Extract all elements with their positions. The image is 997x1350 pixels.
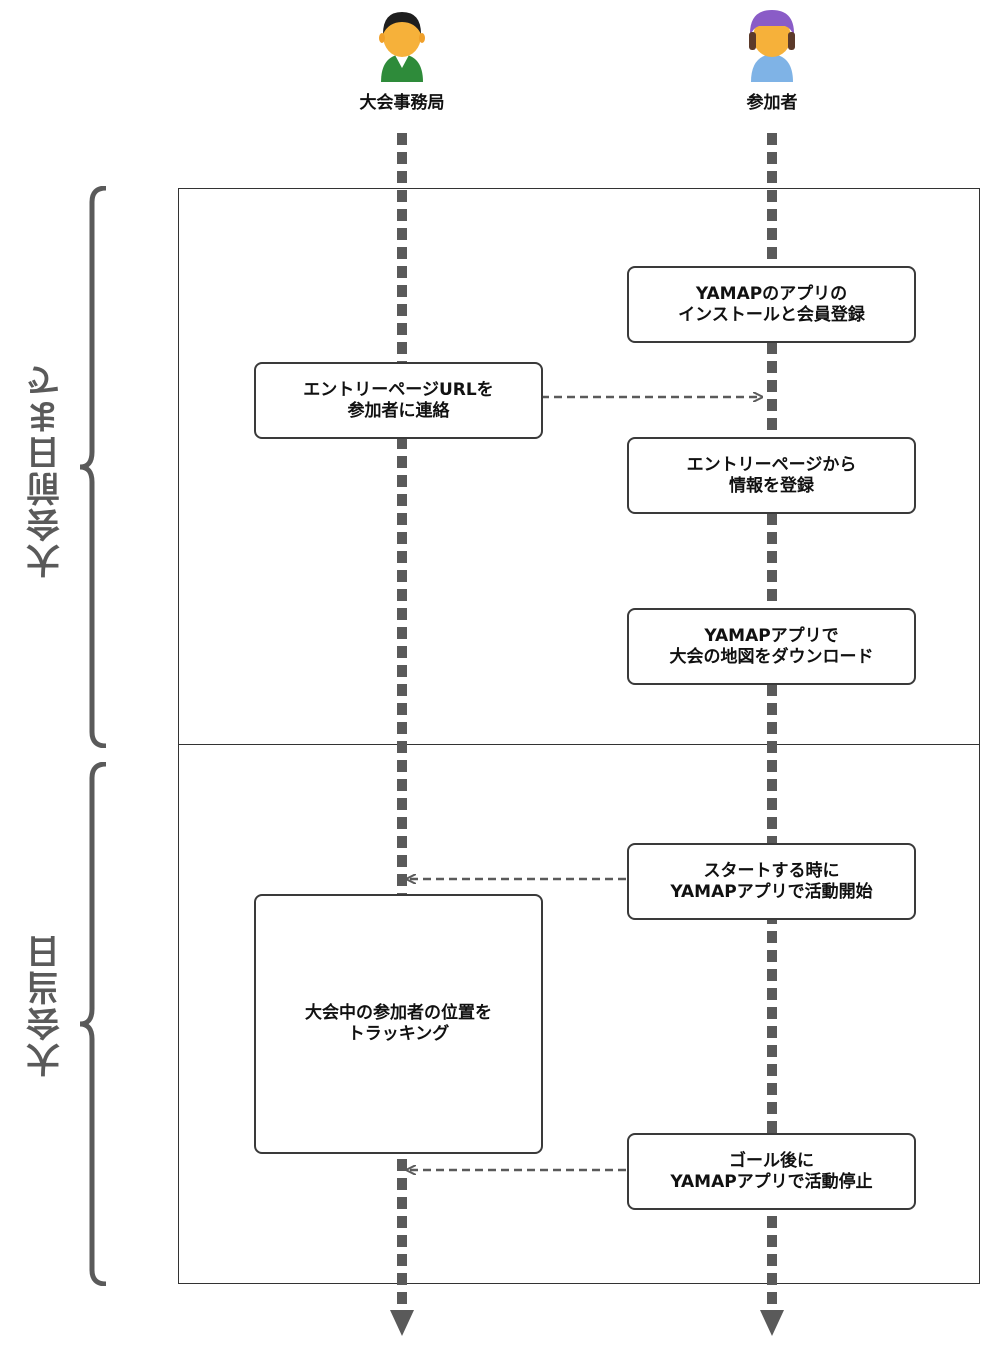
- lifeline-participant: [767, 133, 777, 1311]
- step-line: エントリーページから: [686, 454, 857, 475]
- step-line: エントリーページURLを: [303, 379, 494, 400]
- step-line: 情報を登録: [729, 475, 814, 496]
- participant-person-icon: [749, 10, 795, 82]
- step-line: YAMAPアプリで活動停止: [670, 1171, 873, 1192]
- step-line: トラッキング: [347, 1024, 450, 1044]
- phase-brace-before: [79, 186, 107, 748]
- step-start-activity: スタートする時に YAMAPアプリで活動開始: [627, 843, 916, 920]
- step-line: スタートする時に: [703, 860, 840, 881]
- step-stop-activity: ゴール後に YAMAPアプリで活動停止: [627, 1133, 916, 1210]
- phase-brace-day: [79, 762, 107, 1286]
- step-install-register: YAMAPのアプリの インストールと会員登録: [627, 266, 916, 343]
- step-tracking: 大会中の参加者の位置を トラッキング: [254, 894, 543, 1154]
- step-line: ゴール後に: [729, 1150, 814, 1171]
- step-line: 大会中の参加者の位置を: [305, 1003, 492, 1023]
- step-line: 参加者に連絡: [347, 400, 450, 421]
- lifeline-organizer: [397, 133, 407, 1311]
- step-line: 大会の地図をダウンロード: [669, 646, 874, 667]
- step-download-map: YAMAPアプリで 大会の地図をダウンロード: [627, 608, 916, 685]
- step-entry-register: エントリーページから 情報を登録: [627, 437, 916, 514]
- phase-frame-day: [178, 744, 980, 1284]
- step-line: YAMAPのアプリの: [695, 283, 848, 304]
- step-line: YAMAPアプリで: [704, 625, 839, 646]
- actor-participant: 参加者: [692, 6, 852, 113]
- lifeline-participant-arrowhead: [760, 1310, 784, 1336]
- lifeline-organizer-arrowhead: [390, 1310, 414, 1336]
- step-send-entry-url: エントリーページURLを 参加者に連絡: [254, 362, 543, 439]
- organizer-person-icon: [379, 12, 425, 82]
- step-line: YAMAPアプリで活動開始: [670, 881, 873, 902]
- actor-organizer: 大会事務局: [322, 6, 482, 113]
- actor-label-organizer: 大会事務局: [359, 93, 445, 113]
- step-line: インストールと会員登録: [678, 304, 865, 325]
- actor-label-participant: 参加者: [746, 93, 798, 113]
